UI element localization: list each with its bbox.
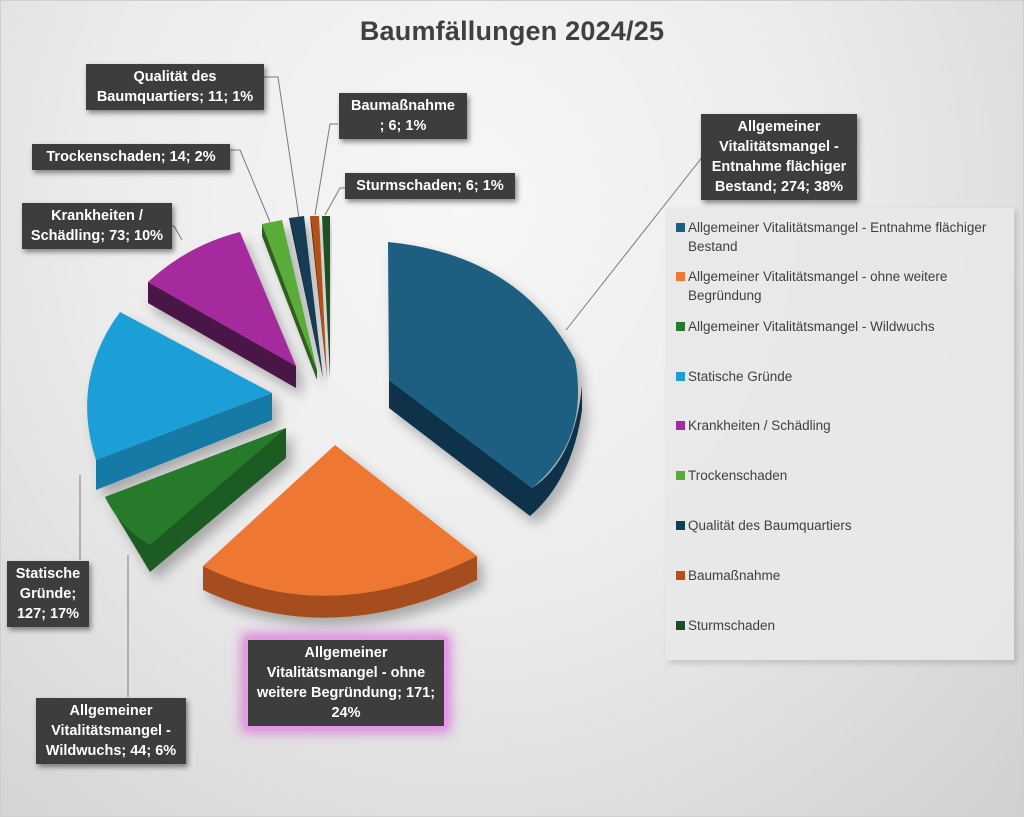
chart-title: Baumfällungen 2024/25: [359, 16, 665, 46]
legend-item-ohne-begruendung: Allgemeiner Vitalitätsmangel - ohne weit…: [676, 267, 1023, 305]
legend-item-wildwuchs: Allgemeiner Vitalitätsmangel - Wildwuchs: [676, 317, 1023, 336]
label-krankheiten: Krankheiten / Schädling; 73; 10%: [22, 203, 172, 249]
legend-item-trockenschaden: Trockenschaden: [676, 466, 1023, 485]
label-qualitaet: Qualität des Baumquartiers; 11; 1%: [86, 64, 264, 110]
legend-item-baumassnahme: Baumaßnahme: [676, 566, 1023, 585]
slice-sturmschaden[interactable]: [322, 216, 330, 378]
legend-swatch: [676, 372, 685, 381]
label-ohne-begruendung: Allgemeiner Vitalitätsmangel - ohne weit…: [248, 640, 444, 726]
legend-swatch: [676, 272, 685, 281]
legend-swatch: [676, 571, 685, 580]
legend-item-sturmschaden: Sturmschaden: [676, 616, 1023, 635]
slice-qualitaet[interactable]: [289, 216, 323, 378]
legend-swatch: [676, 421, 685, 430]
legend-swatch: [676, 521, 685, 530]
slice-trockenschaden[interactable]: [262, 220, 317, 380]
label-baumassnahme: Baumaßnahme ; 6; 1%: [339, 93, 467, 139]
slice-statische-gruende[interactable]: [87, 312, 273, 490]
legend-item-qualitaet: Qualität des Baumquartiers: [676, 516, 1023, 535]
legend-item-entnahme: Allgemeiner Vitalitätsmangel - Entnahme …: [676, 218, 1023, 256]
legend-item-krankheiten: Krankheiten / Schädling: [676, 416, 1023, 435]
legend-item-statische-gruende: Statische Gründe: [676, 367, 1023, 386]
label-trockenschaden: Trockenschaden; 14; 2%: [32, 144, 230, 170]
slice-wildwuchs[interactable]: [105, 428, 286, 572]
slice-baumassnahme[interactable]: [310, 216, 327, 378]
label-wildwuchs: Allgemeiner Vitalitätsmangel - Wildwuchs…: [36, 698, 186, 764]
legend-swatch: [676, 322, 685, 331]
slice-krankheiten[interactable]: [148, 232, 296, 388]
label-sturmschaden: Sturmschaden; 6; 1%: [345, 173, 515, 199]
label-statische-gruende: Statische Gründe; 127; 17%: [7, 561, 89, 627]
legend: Allgemeiner Vitalitätsmangel - Entnahme …: [666, 208, 1014, 660]
slice-entnahme[interactable]: [388, 242, 582, 516]
legend-swatch: [676, 621, 685, 630]
label-entnahme: Allgemeiner Vitalitätsmangel - Entnahme …: [701, 114, 857, 200]
legend-swatch: [676, 471, 685, 480]
slice-ohne-begruendung[interactable]: [203, 445, 477, 618]
legend-swatch: [676, 223, 685, 232]
